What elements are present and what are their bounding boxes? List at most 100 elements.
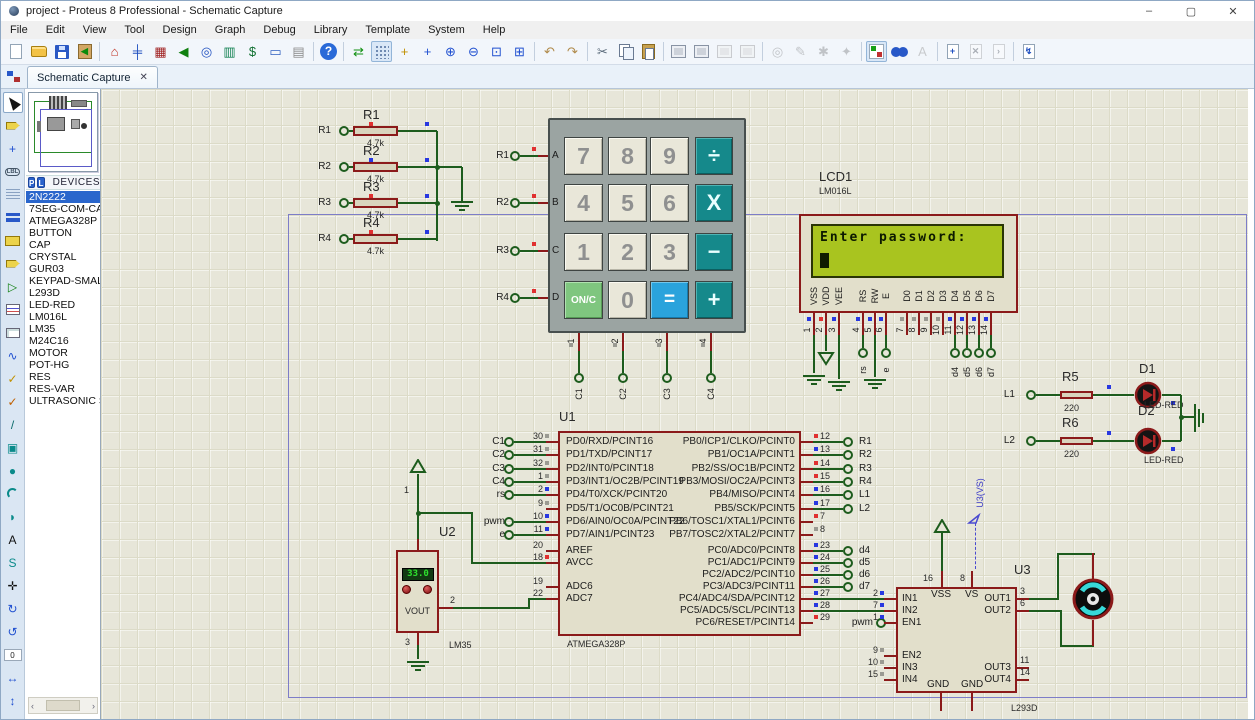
new-file-icon[interactable] xyxy=(5,41,26,62)
terminal-L2[interactable] xyxy=(843,504,853,514)
2d-text-tool[interactable]: A xyxy=(8,532,17,547)
menu-view[interactable]: View xyxy=(82,24,107,36)
graph-mode-tool[interactable] xyxy=(3,299,23,320)
resistor-R2[interactable] xyxy=(353,162,398,172)
device-item-led-red[interactable]: LED-RED xyxy=(29,299,76,311)
keypad-key-7[interactable]: 7 xyxy=(564,137,603,175)
undo-icon[interactable]: ↶ xyxy=(544,43,555,59)
keypad-key-X[interactable]: X xyxy=(695,184,733,222)
menu-design[interactable]: Design xyxy=(162,24,197,36)
device-item-res[interactable]: RES xyxy=(29,371,51,383)
overview-minimap[interactable] xyxy=(28,92,98,172)
open-folder-icon[interactable] xyxy=(28,41,49,62)
keypad-key-1[interactable]: 1 xyxy=(564,233,603,271)
keypad-key-+[interactable]: + xyxy=(695,281,733,319)
refresh-icon[interactable]: ⇄ xyxy=(353,43,364,59)
copy-icon[interactable] xyxy=(615,41,636,62)
rotate-ccw-tool[interactable]: ↺ xyxy=(7,624,18,639)
scroll-right-arrow[interactable]: › xyxy=(92,700,95,711)
text-script-tool[interactable] xyxy=(3,184,23,205)
terminal-undefined[interactable] xyxy=(881,348,891,358)
device-item-m24c16[interactable]: M24C16 xyxy=(29,335,69,347)
generator-tool[interactable]: ∿ xyxy=(7,348,18,363)
angle-field[interactable]: 0 xyxy=(3,644,23,665)
block-copy-icon[interactable] xyxy=(668,41,689,62)
terminal-pwm[interactable] xyxy=(504,517,514,527)
terminal-R4[interactable] xyxy=(843,477,853,487)
terminal-d5[interactable] xyxy=(843,558,853,568)
import-icon[interactable]: ◀ xyxy=(74,41,95,62)
ic-editor-icon[interactable]: ▥ xyxy=(223,43,236,59)
zoom-out-icon[interactable]: ⊖ xyxy=(468,43,479,59)
voltage-probe-tool[interactable]: ✓ xyxy=(7,371,18,386)
devices-hscrollbar[interactable]: ‹ › xyxy=(28,697,98,714)
rotate-cw-tool[interactable]: ↻ xyxy=(7,601,18,616)
menu-debug[interactable]: Debug xyxy=(263,24,296,36)
keypad-key-9[interactable]: 9 xyxy=(650,137,689,175)
mirror-v-tool[interactable]: ↕ xyxy=(9,693,16,708)
browse-icon[interactable]: ◎ xyxy=(200,43,213,59)
terminal-R3[interactable] xyxy=(339,198,349,208)
menu-template[interactable]: Template xyxy=(365,24,411,36)
pan-icon[interactable]: + xyxy=(423,44,432,59)
lm35-knob-minus[interactable] xyxy=(402,585,411,594)
keypad-key-2[interactable]: 2 xyxy=(608,233,647,271)
menu-help[interactable]: Help xyxy=(482,24,506,36)
close-button[interactable]: ✕ xyxy=(1228,5,1238,18)
electrical-rule-check-icon[interactable]: ↯ xyxy=(1018,41,1039,62)
menu-library[interactable]: Library xyxy=(313,24,348,36)
device-item-7seg-com-catho[interactable]: 7SEG-COM-CATHO xyxy=(29,203,100,215)
selection-tool[interactable] xyxy=(2,92,23,113)
block-move-icon[interactable] xyxy=(691,41,712,62)
terminal-R1[interactable] xyxy=(843,437,853,447)
terminal-tool[interactable] xyxy=(3,253,23,274)
terminal-R3[interactable] xyxy=(843,464,853,474)
terminal-C3[interactable] xyxy=(504,464,514,474)
device-item-motor[interactable]: MOTOR xyxy=(29,347,68,359)
terminal-undefined[interactable] xyxy=(950,348,960,358)
device-item-2n2222[interactable]: 2N2222 xyxy=(26,191,100,203)
keypad-key-−[interactable]: − xyxy=(695,233,733,271)
resistor-R3[interactable] xyxy=(353,198,398,208)
terminal-C3[interactable] xyxy=(662,373,672,383)
edit-chip-icon[interactable]: ▦ xyxy=(154,43,167,59)
terminal-R4[interactable] xyxy=(339,234,349,244)
maximize-button[interactable]: ▢ xyxy=(1185,5,1197,18)
origin-icon[interactable]: + xyxy=(400,44,409,59)
keypad-key-÷[interactable]: ÷ xyxy=(695,137,733,175)
keypad-key-5[interactable]: 5 xyxy=(608,184,647,222)
device-item-crystal[interactable]: CRYSTAL xyxy=(29,251,77,263)
terminal-undefined[interactable] xyxy=(962,348,972,358)
2d-symbol-tool[interactable]: S xyxy=(8,555,17,570)
scroll-left-arrow[interactable]: ‹ xyxy=(31,700,34,711)
resistor-R5[interactable] xyxy=(1060,391,1093,399)
menu-edit[interactable]: Edit xyxy=(45,24,65,36)
cut-icon[interactable]: ✂ xyxy=(597,43,608,59)
2d-line-tool[interactable]: / xyxy=(10,417,15,432)
new-sheet-icon[interactable]: + xyxy=(942,41,963,62)
tab-schematic-capture[interactable]: Schematic Capture ✕ xyxy=(27,66,158,88)
zoom-sheet-icon[interactable]: ⊞ xyxy=(514,43,525,59)
resistor-R4[interactable] xyxy=(353,234,398,244)
previous-icon[interactable]: ◀ xyxy=(178,43,189,59)
menu-file[interactable]: File xyxy=(10,24,28,36)
terminal-R1[interactable] xyxy=(510,151,520,161)
device-item-cap[interactable]: CAP xyxy=(29,239,51,251)
terminal-rs[interactable] xyxy=(504,490,514,500)
bus-tool[interactable] xyxy=(3,207,23,228)
driver-body[interactable] xyxy=(896,587,1017,693)
zoom-in-icon[interactable]: ⊕ xyxy=(445,43,456,59)
terminal-C4[interactable] xyxy=(504,477,514,487)
terminal-R2[interactable] xyxy=(339,162,349,172)
device-item-ultrasonic sen[interactable]: ULTRASONIC SEN xyxy=(29,395,100,407)
keypad-key-4[interactable]: 4 xyxy=(564,184,603,222)
keypad-key-=[interactable]: = xyxy=(650,281,689,319)
component-mode-tool[interactable] xyxy=(3,115,23,136)
device-item-gur03[interactable]: GUR03 xyxy=(29,263,65,275)
resistor-R1[interactable] xyxy=(353,126,398,136)
terminal-d6[interactable] xyxy=(843,570,853,580)
toggle-grid-icon[interactable] xyxy=(371,41,392,62)
junction-dot-tool[interactable]: + xyxy=(8,141,16,156)
device-item-l293d[interactable]: L293D xyxy=(29,287,60,299)
device-item-atmega328p[interactable]: ATMEGA328P xyxy=(29,215,98,227)
